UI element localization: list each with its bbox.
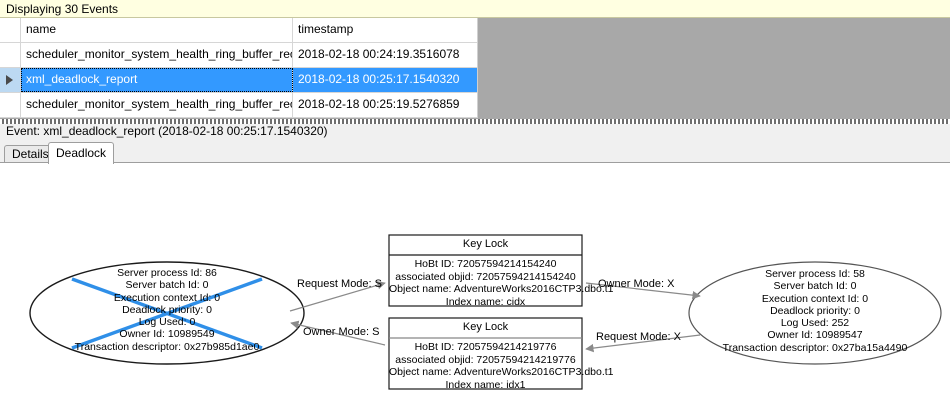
edge-line-request-s[interactable] bbox=[289, 281, 386, 312]
cell-event-timestamp[interactable]: 2018-02-18 00:24:19.3516078 bbox=[293, 43, 477, 67]
edge-label-request-s: Request Mode: S bbox=[297, 278, 382, 290]
row-indicator-arrow-icon bbox=[6, 75, 13, 85]
deadlock-graph-svg bbox=[29, 234, 942, 390]
edge-line-owner-x[interactable] bbox=[585, 282, 701, 300]
tab-deadlock[interactable]: Deadlock bbox=[48, 142, 115, 164]
grid-header-selector-cell bbox=[0, 18, 21, 42]
event-detail-header: Event: xml_deadlock_report (2018-02-18 0… bbox=[0, 124, 950, 141]
row-selector-cell[interactable] bbox=[0, 93, 21, 117]
cell-event-name[interactable]: scheduler_monitor_system_health_ring_buf… bbox=[21, 43, 293, 67]
resource-body-1: HoBt ID: 72057594214154240 associated ob… bbox=[389, 258, 614, 308]
edge-label-owner-s: Owner Mode: S bbox=[303, 326, 380, 338]
events-grid-area: name timestamp scheduler_monitor_system_… bbox=[0, 18, 950, 119]
other-process-ellipse[interactable] bbox=[688, 261, 942, 365]
cell-event-timestamp[interactable]: 2018-02-18 00:25:19.5276859 bbox=[293, 93, 477, 117]
events-banner: Displaying 30 Events bbox=[0, 0, 950, 18]
column-header-timestamp[interactable]: timestamp bbox=[293, 18, 477, 42]
resource-node-box-2[interactable] bbox=[388, 317, 583, 390]
cell-event-name[interactable]: scheduler_monitor_system_health_ring_buf… bbox=[21, 93, 293, 117]
resource-2-line-3: Index name: idx1 bbox=[445, 378, 526, 391]
resource-1-line-2: Object name: AdventureWorks2016CTP3.dbo.… bbox=[389, 283, 614, 296]
row-selector-cell[interactable] bbox=[0, 43, 21, 67]
deadlock-graph-canvas[interactable]: Server process Id: 86 Server batch Id: 0… bbox=[0, 162, 950, 400]
cell-event-timestamp[interactable]: 2018-02-18 00:25:17.1540320 bbox=[293, 68, 477, 92]
tab-details[interactable]: Details bbox=[4, 145, 57, 163]
horizontal-splitter[interactable] bbox=[0, 119, 950, 124]
resource-node-box-1[interactable] bbox=[388, 234, 583, 307]
table-row-selected[interactable]: xml_deadlock_report 2018-02-18 00:25:17.… bbox=[0, 68, 477, 93]
edge-label-request-x: Request Mode: X bbox=[596, 331, 681, 343]
resource-1-line-0: HoBt ID: 72057594214154240 bbox=[414, 258, 557, 270]
edge-line-owner-s[interactable] bbox=[290, 320, 386, 346]
resource-title-1: Key Lock bbox=[462, 238, 509, 250]
resource-1-line-3: Index name: cidx bbox=[445, 295, 526, 308]
resource-2-line-0: HoBt ID: 72057594214219776 bbox=[414, 341, 557, 353]
resource-title-2: Key Lock bbox=[462, 321, 509, 333]
edge-label-owner-x: Owner Mode: X bbox=[598, 278, 675, 290]
table-row[interactable]: scheduler_monitor_system_health_ring_buf… bbox=[0, 43, 477, 68]
detail-tabstrip: Details Deadlock bbox=[0, 141, 950, 164]
events-grid[interactable]: name timestamp scheduler_monitor_system_… bbox=[0, 18, 478, 118]
victim-cross-line-b bbox=[71, 277, 263, 350]
resource-2-line-1: associated objid: 72057594214219776 bbox=[395, 353, 576, 366]
cell-event-name[interactable]: xml_deadlock_report bbox=[21, 68, 293, 92]
table-row[interactable]: scheduler_monitor_system_health_ring_buf… bbox=[0, 93, 477, 118]
edge-line-request-x[interactable] bbox=[585, 334, 701, 353]
events-banner-text: Displaying 30 Events bbox=[6, 1, 119, 16]
grid-header-row: name timestamp bbox=[0, 18, 477, 43]
resource-2-line-2: Object name: AdventureWorks2016CTP3.dbo.… bbox=[389, 366, 614, 379]
resource-body-2: HoBt ID: 72057594214219776 associated ob… bbox=[389, 341, 614, 391]
column-header-name[interactable]: name bbox=[21, 18, 293, 42]
row-selector-cell[interactable] bbox=[0, 68, 21, 92]
resource-1-line-1: associated objid: 72057594214154240 bbox=[395, 270, 576, 283]
